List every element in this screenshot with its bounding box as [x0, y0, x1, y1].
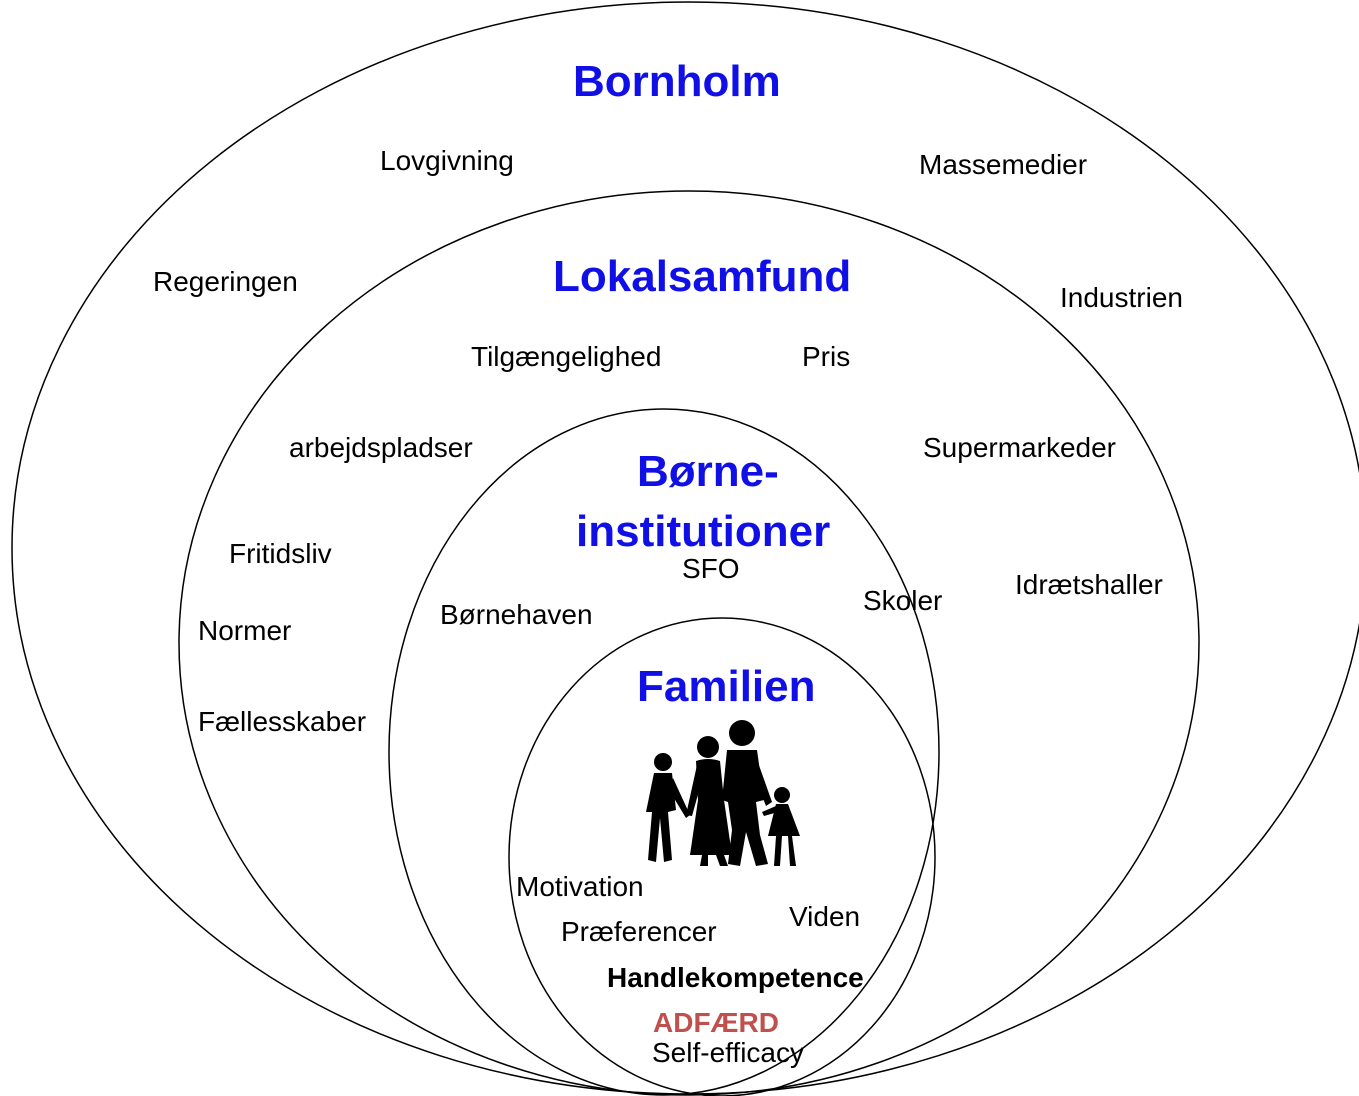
- family-item-motivation: Motivation: [516, 871, 644, 902]
- family-item-viden: Viden: [789, 901, 861, 932]
- family-handlekompetence: Handlekompetence: [607, 962, 864, 993]
- outer-item-regeringen: Regeringen: [153, 266, 298, 297]
- institutions-item-skoler: Skoler: [863, 585, 943, 616]
- community-ellipse: [178, 190, 1200, 1096]
- institutions-title-line2: institutioner: [576, 507, 831, 556]
- institutions-item-boernehaven: Børnehaven: [440, 599, 593, 630]
- outer-item-industrien: Industrien: [1060, 282, 1183, 313]
- family-adfaerd: ADFÆRD: [653, 1007, 779, 1038]
- family-ellipse: [508, 617, 936, 1096]
- outer-item-lovgivning: Lovgivning: [380, 145, 514, 176]
- familien-title: Familien: [637, 662, 816, 711]
- community-item-normer: Normer: [198, 615, 292, 646]
- institutions-title-line1: Børne-: [637, 447, 779, 496]
- community-item-supermarkeder: Supermarkeder: [923, 432, 1116, 463]
- community-item-fritidsliv: Fritidsliv: [229, 538, 332, 569]
- family-item-praeferencer: Præferencer: [561, 916, 717, 947]
- lokalsamfund-title: Lokalsamfund: [553, 252, 852, 301]
- family-item-self-efficacy: Self-efficacy: [652, 1037, 804, 1068]
- family-silhouette-icon: [646, 720, 800, 866]
- outer-item-massemedier: Massemedier: [919, 149, 1088, 180]
- community-item-arbejdspladser: arbejdspladser: [289, 432, 473, 463]
- institutions-item-sfo: SFO: [682, 553, 740, 584]
- community-item-idraetshaller: Idrætshaller: [1015, 569, 1163, 600]
- community-item-faellesskaber: Fællesskaber: [198, 706, 367, 737]
- bornholm-title: Bornholm: [573, 57, 781, 106]
- community-item-tilgaengelighed: Tilgængelighed: [471, 341, 662, 372]
- institutions-ellipse: [388, 408, 940, 1096]
- community-item-pris: Pris: [802, 341, 851, 372]
